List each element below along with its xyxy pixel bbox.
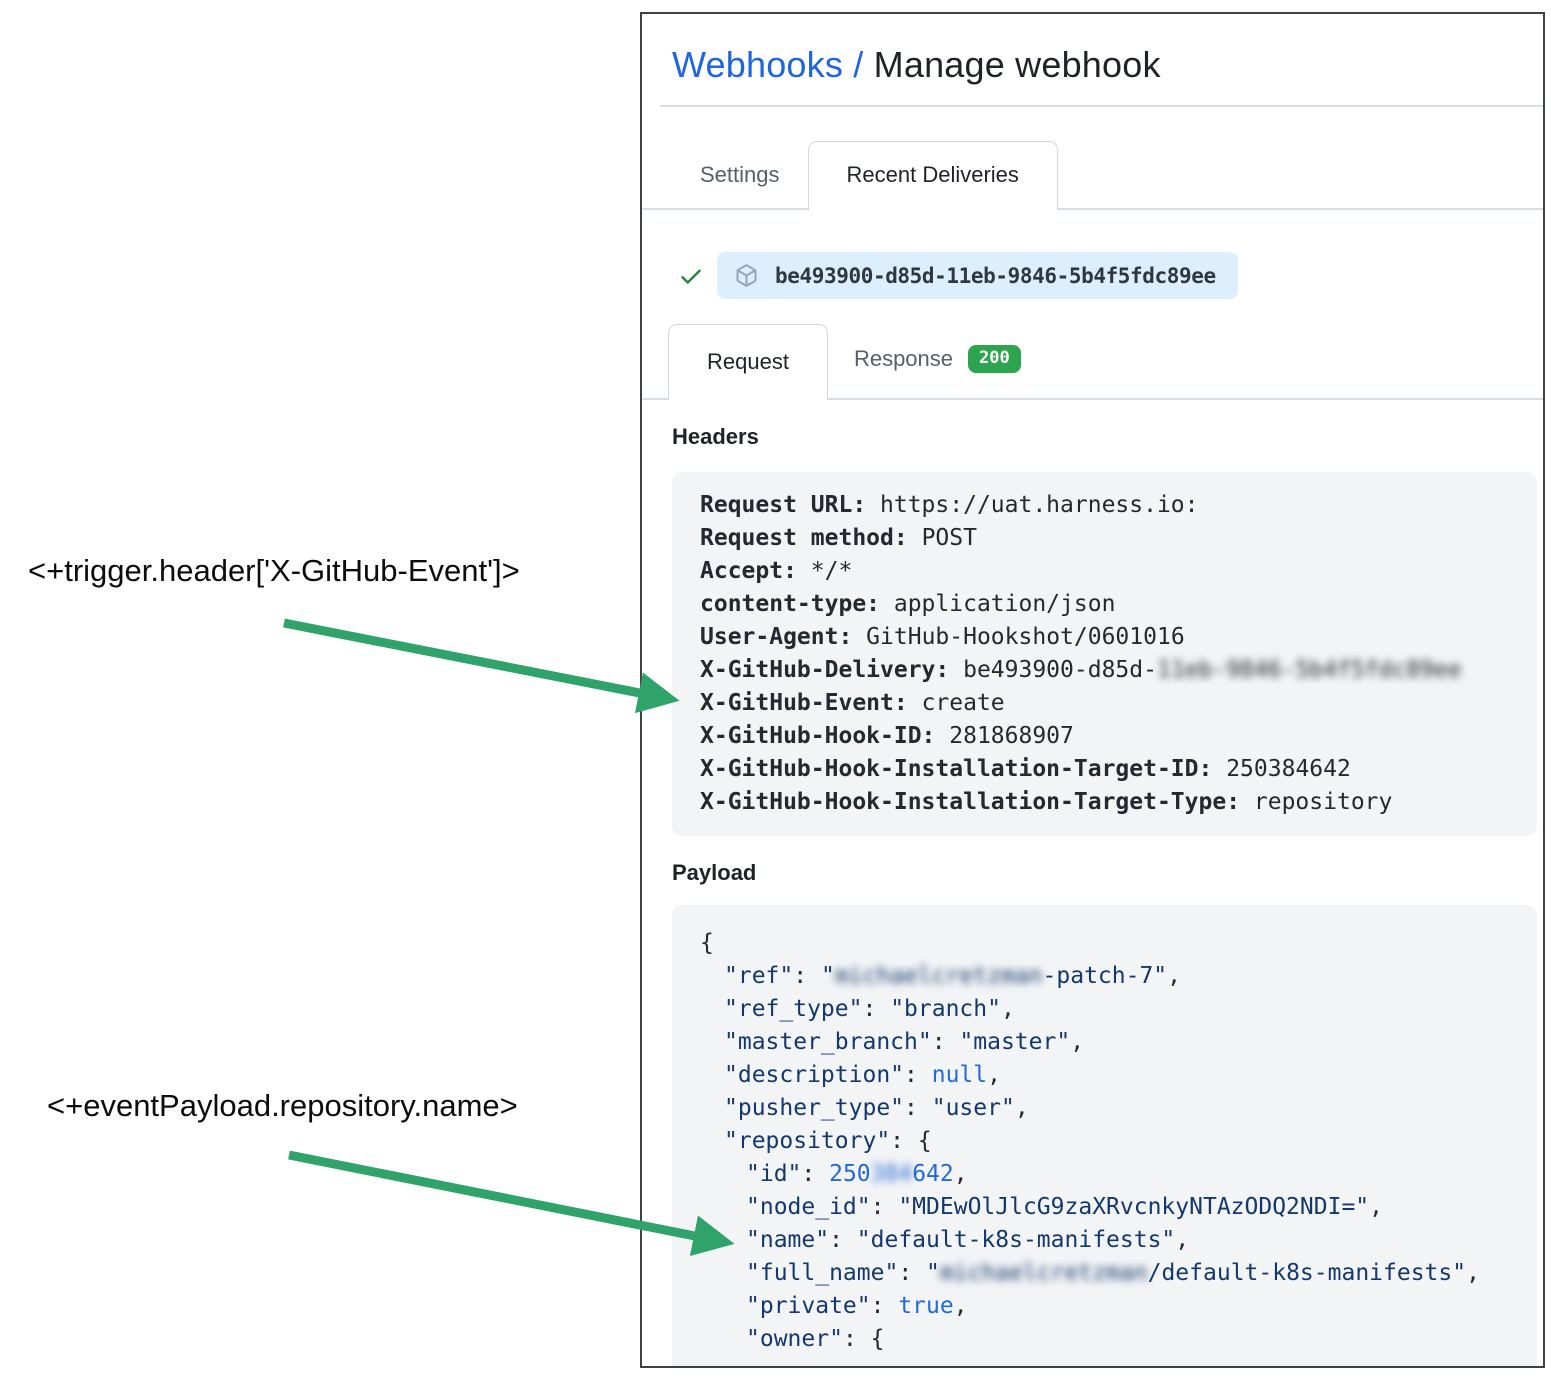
package-icon — [736, 264, 757, 287]
annotation-trigger-expression: <+trigger.header['X-GitHub-Event']> — [28, 553, 520, 588]
payload-line: "master_branch": "master", — [724, 1029, 1085, 1055]
header-entry: content-type: application/json — [700, 591, 1116, 617]
tab-request[interactable]: Request — [668, 324, 828, 400]
title-divider — [660, 105, 1543, 107]
payload-section-title: Payload — [672, 860, 757, 885]
payload-line: "ref": "michaelcretzman-patch-7", — [724, 963, 1182, 989]
payload-line: "ref_type": "branch", — [724, 996, 1015, 1022]
check-icon — [681, 269, 701, 284]
header-entry: X-GitHub-Delivery: be493900-d85d-11eb-98… — [700, 657, 1462, 683]
header-entry: Accept: */* — [700, 558, 853, 584]
header-entry: X-GitHub-Event: create — [700, 690, 1005, 716]
annotation-payload-expression: <+eventPayload.repository.name> — [47, 1088, 518, 1123]
delivery-id: be493900-d85d-11eb-9846-5b4f5fdc89ee — [775, 263, 1216, 288]
request-response-tabbar: Request Response 200 — [642, 321, 1543, 400]
tab-recent-deliveries[interactable]: Recent Deliveries — [807, 141, 1058, 210]
payload-line: "description": null, — [724, 1062, 1001, 1088]
tab-settings[interactable]: Settings — [700, 162, 780, 187]
headers-section-title: Headers — [672, 424, 759, 449]
page-title: Manage webhook — [873, 44, 1161, 85]
breadcrumb-separator: / — [843, 44, 874, 85]
payload-line: "repository": { — [724, 1128, 932, 1154]
response-status-badge: 200 — [968, 345, 1021, 373]
breadcrumb: Webhooks / Manage webhook — [642, 14, 1543, 86]
payload-line: "pusher_type": "user", — [724, 1095, 1029, 1121]
delivery-row: be493900-d85d-11eb-9846-5b4f5fdc89ee — [642, 252, 1543, 299]
payload-line: "private": true, — [746, 1293, 968, 1319]
header-entry: User-Agent: GitHub-Hookshot/0601016 — [700, 624, 1185, 650]
header-entry: X-GitHub-Hook-Installation-Target-ID: 25… — [700, 756, 1351, 782]
payload-line: "name": "default-k8s-manifests", — [746, 1227, 1190, 1253]
payload-line: { — [700, 930, 714, 956]
payload-line: "id": 250384642, — [746, 1161, 968, 1187]
payload-line: "node_id": "MDEwOlJlcG9zaXRvcnkyNTAzODQ2… — [746, 1194, 1383, 1220]
delivery-badge[interactable]: be493900-d85d-11eb-9846-5b4f5fdc89ee — [717, 252, 1238, 299]
tab-response-label: Response — [853, 346, 954, 371]
payload-box: { "ref": "michaelcretzman-patch-7", "ref_t… — [672, 905, 1537, 1366]
header-entry: X-GitHub-Hook-Installation-Target-Type: … — [700, 789, 1393, 815]
tab-response[interactable]: Response 200 — [828, 321, 1021, 398]
payload-line: "full_name": "michaelcretzman/default-k8… — [746, 1260, 1480, 1286]
webhook-panel: Webhooks / Manage webhook Settings Recen… — [640, 12, 1545, 1368]
headers-box: Request URL: https://uat.harness.io: Requ… — [672, 472, 1537, 836]
arrow-to-github-event-header — [283, 618, 680, 714]
breadcrumb-webhooks-link[interactable]: Webhooks — [672, 44, 844, 85]
payload-line: "owner": { — [746, 1326, 885, 1352]
header-entry: X-GitHub-Hook-ID: 281868907 — [700, 723, 1074, 749]
webhook-tabbar: Settings Recent Deliveries — [642, 141, 1543, 210]
header-entry: Request URL: https://uat.harness.io: — [700, 492, 1199, 518]
arrow-to-repository-name — [288, 1150, 735, 1257]
header-entry: Request method: POST — [700, 525, 977, 551]
